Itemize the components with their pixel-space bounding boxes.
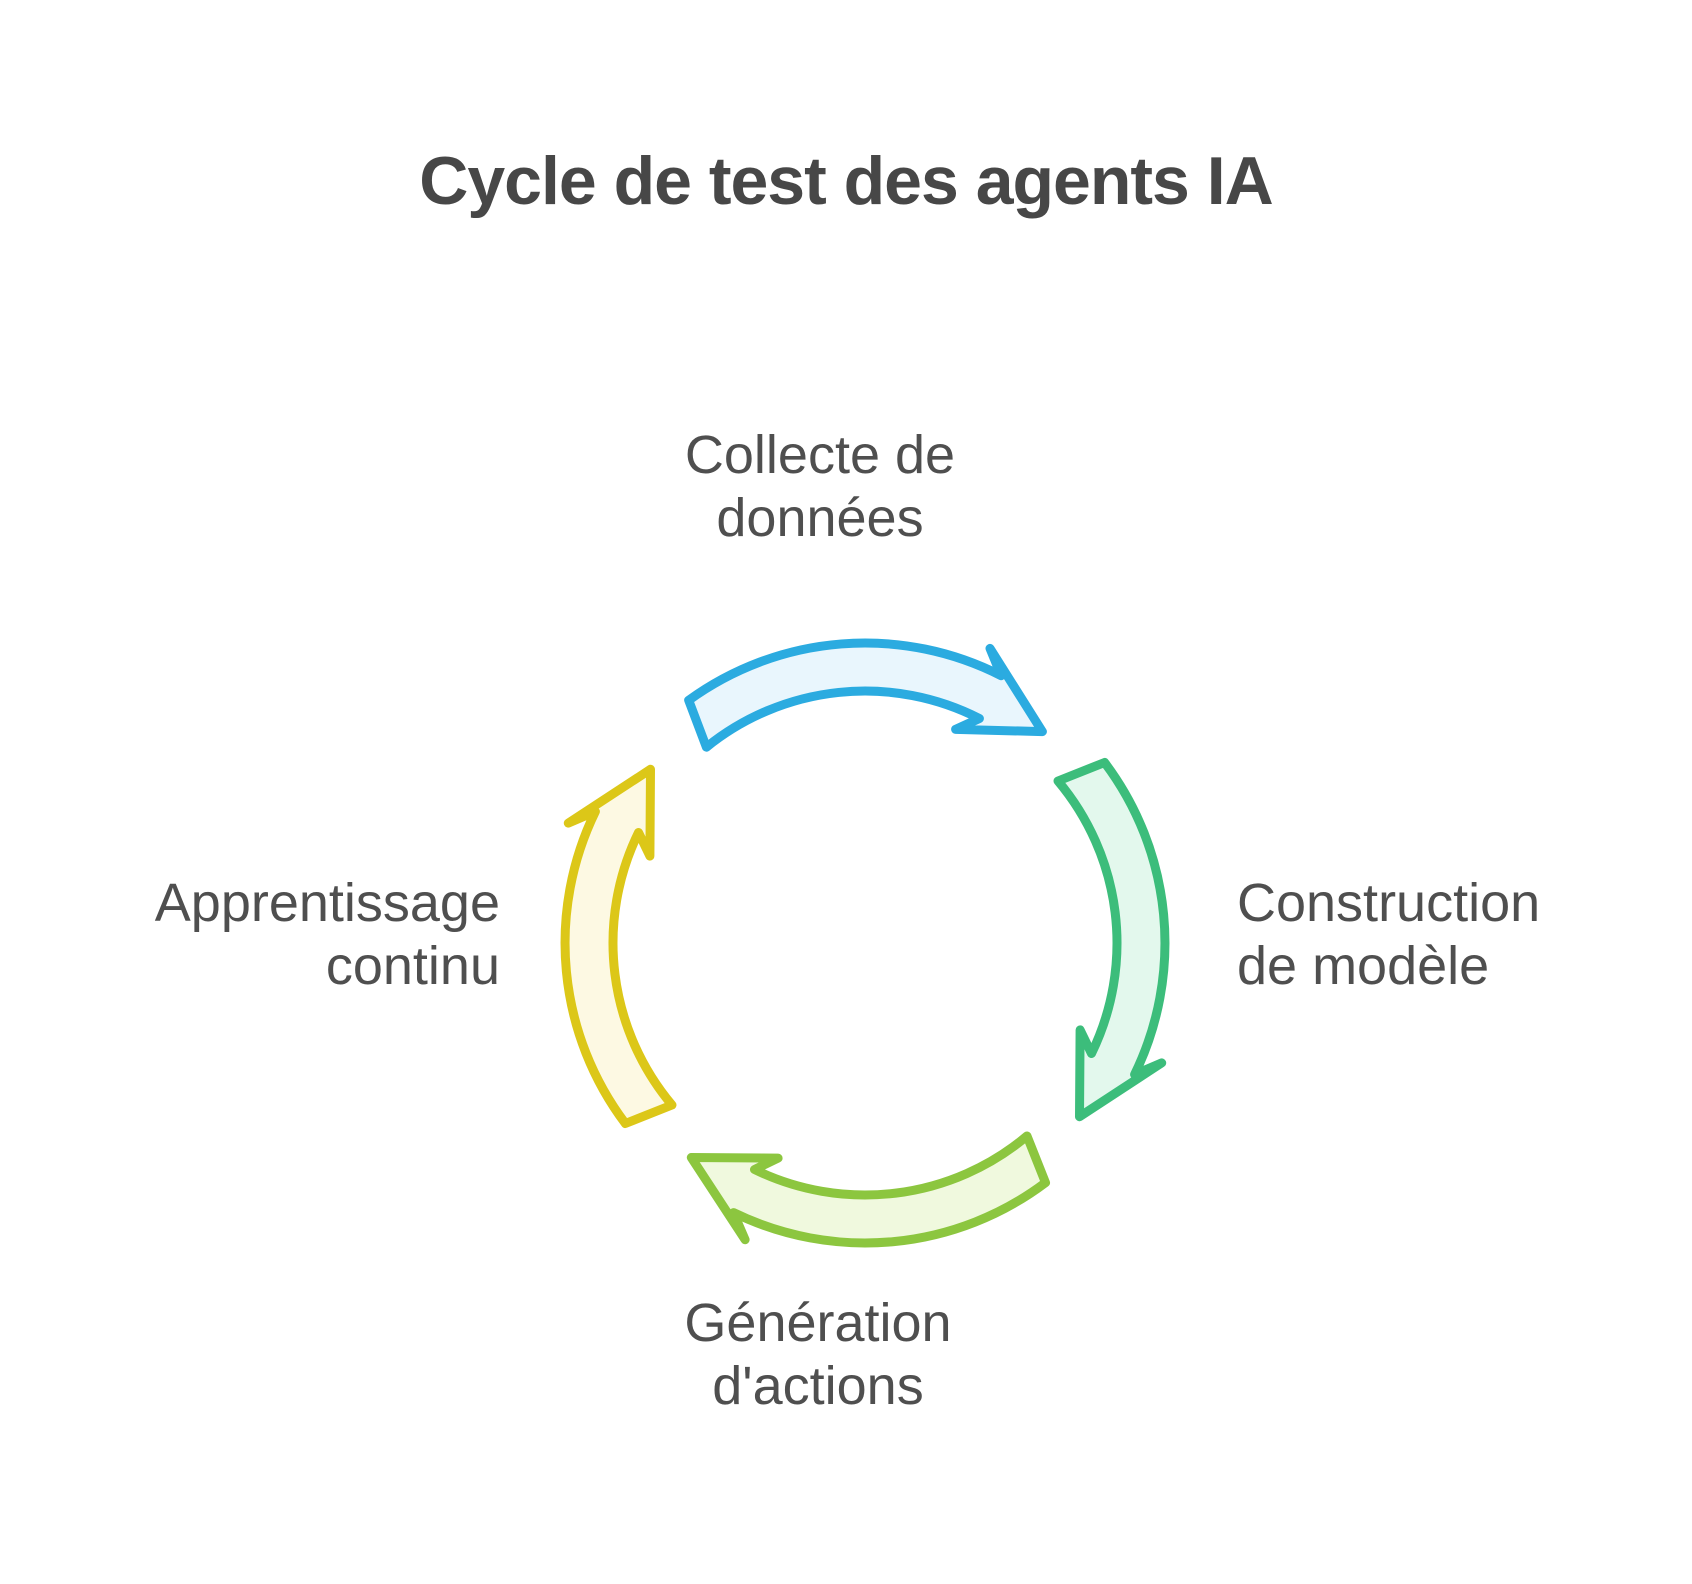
step-label-line: Construction <box>1237 873 1541 933</box>
step-label-line: Génération <box>684 1293 952 1353</box>
cycle-arrow-construction <box>1053 758 1170 1122</box>
step-label-line: continu <box>325 936 500 996</box>
step-label-generation-dactions: Génération d'actions <box>593 1292 1043 1418</box>
diagram-title: Cycle de test des agents IA <box>419 143 1274 219</box>
cycle-arrow-generation <box>686 1131 1050 1248</box>
step-label-collecte-de-donnees: Collecte de données <box>595 424 1045 550</box>
step-label-construction-de-modele: Construction de modèle <box>1237 872 1667 998</box>
step-label-line: Apprentissage <box>154 873 500 933</box>
cycle-arrow-apprentissage <box>560 764 677 1128</box>
cycle-arrow-collecte <box>684 638 1047 752</box>
step-label-line: d'actions <box>712 1356 924 1416</box>
step-label-line: Collecte de <box>684 425 956 485</box>
step-label-apprentissage-continu: Apprentissage continu <box>100 872 500 998</box>
step-label-line: de modèle <box>1237 936 1490 996</box>
step-label-line: données <box>716 488 924 548</box>
